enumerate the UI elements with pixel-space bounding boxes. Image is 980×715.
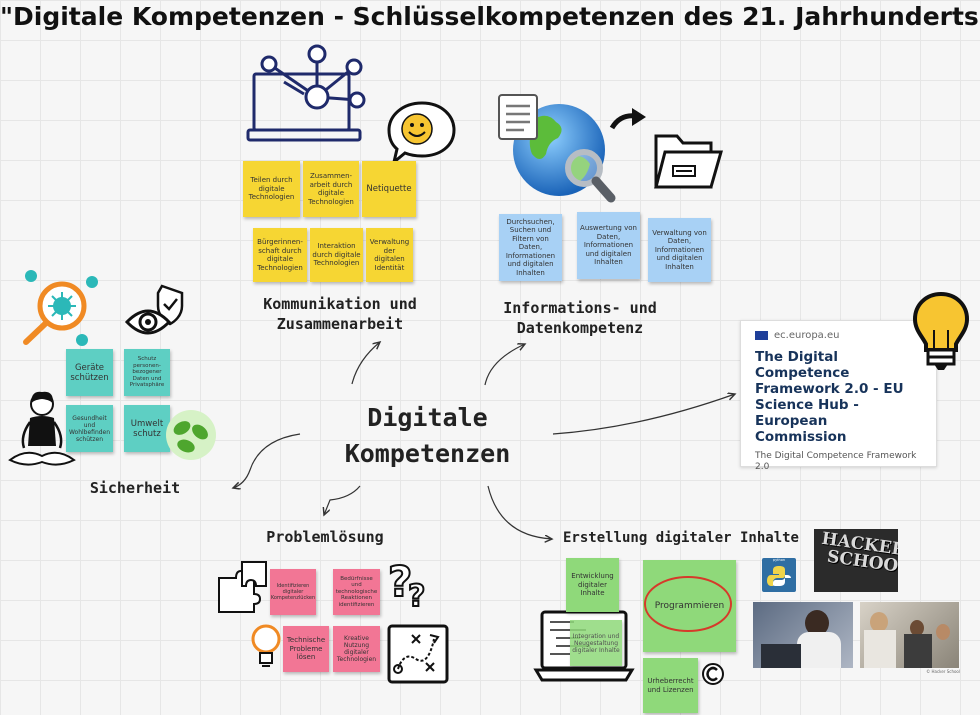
arrow-to-problemloesung bbox=[324, 486, 360, 515]
idea-bulb-icon bbox=[249, 622, 283, 672]
note-programmieren[interactable]: Programmieren bbox=[643, 560, 736, 652]
note-datenschutz[interactable]: Schutz personen-bezogener Daten und Priv… bbox=[124, 349, 170, 396]
note-kreative-nutzung[interactable]: Kreative Nutzung digitaler Technologien bbox=[333, 626, 380, 672]
note-zusammenarbeit[interactable]: Zusammen-arbeit durch digitale Technolog… bbox=[303, 161, 359, 217]
python-label: python bbox=[762, 558, 796, 562]
smiley-speech-bubble-icon bbox=[386, 100, 458, 166]
note-beduerfnisse[interactable]: Bedürfnisse und technologische Reaktione… bbox=[333, 569, 380, 615]
link-card-title[interactable]: The Digital Competence Framework 2.0 - E… bbox=[755, 349, 922, 445]
note-buergerschaft[interactable]: Bürgerinnen-schaft durch digitale Techno… bbox=[253, 228, 307, 282]
arrow-to-erstellung bbox=[488, 486, 552, 539]
strategy-board-icon bbox=[386, 623, 450, 685]
photo-classroom bbox=[860, 602, 959, 668]
lightbulb-icon bbox=[912, 290, 970, 374]
programmieren-label: Programmieren bbox=[655, 602, 725, 611]
label-erstellung: Erstellung digitaler Inhalte bbox=[556, 528, 806, 548]
note-geraete-schuetzen[interactable]: Geräte schützen bbox=[66, 349, 113, 396]
note-auswertung[interactable]: Auswertung von Daten, Informationen und … bbox=[577, 212, 640, 279]
label-kommunikation-line-2: Zusammenarbeit bbox=[240, 314, 440, 334]
meditation-person-icon bbox=[6, 390, 78, 472]
link-card-description: The Digital Competence Framework 2.0 bbox=[755, 451, 922, 473]
note-entwicklung[interactable]: Entwicklung digitaler Inhalte bbox=[566, 558, 619, 612]
link-preview-card[interactable]: ec.europa.eu The Digital Competence Fram… bbox=[740, 320, 937, 467]
curved-arrow-icon bbox=[610, 108, 650, 132]
network-laptop-icon bbox=[244, 42, 374, 144]
arrow-to-kommunikation bbox=[352, 342, 380, 384]
svg-text:?: ? bbox=[408, 579, 425, 614]
hacker-school-logo-text: HACKER SCHOOL bbox=[818, 531, 898, 577]
label-information-line-2: Datenkompetenz bbox=[480, 318, 680, 338]
center-line-2: Kompetenzen bbox=[320, 436, 535, 472]
note-technische-probleme[interactable]: Technische Probleme lösen bbox=[283, 626, 329, 672]
note-durchsuchen[interactable]: Durchsuchen, Suchen und Filtern von Date… bbox=[499, 214, 562, 281]
note-kompetenzluecken[interactable]: Identifizieren digitaler Kompetenzlücken bbox=[270, 569, 316, 615]
label-problemloesung: Problemlösung bbox=[240, 527, 410, 547]
note-urheberrecht[interactable]: Urheberrecht und Lizenzen bbox=[643, 658, 698, 713]
globe-search-icon bbox=[496, 92, 621, 207]
photo-student-laptop bbox=[753, 602, 853, 668]
note-identitaet[interactable]: Verwaltung der digitalen Identität bbox=[366, 228, 413, 282]
link-card-domain-row: ec.europa.eu bbox=[755, 330, 922, 341]
label-sicherheit: Sicherheit bbox=[60, 478, 210, 498]
hacker-school-logo-image: HACKER SCHOOL bbox=[814, 529, 898, 592]
note-interaktion[interactable]: Interaktion durch digitale Technologien bbox=[310, 228, 363, 282]
label-information: Informations- und Datenkompetenz bbox=[480, 298, 680, 338]
note-verwaltung-daten[interactable]: Verwaltung von Daten, Informationen und … bbox=[648, 218, 711, 282]
puzzle-pieces-icon bbox=[214, 558, 274, 614]
note-netiquette[interactable]: Netiquette bbox=[362, 161, 416, 217]
python-logo-image: python bbox=[762, 558, 796, 592]
copyright-icon bbox=[701, 662, 725, 686]
link-card-domain: ec.europa.eu bbox=[774, 330, 839, 341]
eu-flag-icon bbox=[755, 331, 768, 340]
arrow-to-link-card bbox=[553, 394, 735, 434]
question-marks-icon: ? ? bbox=[386, 556, 434, 614]
label-information-line-1: Informations- und bbox=[480, 298, 680, 318]
leaves-icon bbox=[164, 408, 218, 462]
note-teilen[interactable]: Teilen durch digitale Technologien bbox=[243, 161, 300, 217]
center-topic: Digitale Kompetenzen bbox=[320, 400, 535, 472]
label-kommunikation-line-1: Kommunikation und bbox=[240, 294, 440, 314]
photo-credit: © Hacker School bbox=[920, 669, 960, 674]
arrow-to-sicherheit bbox=[233, 434, 300, 488]
folder-icon bbox=[653, 130, 723, 192]
python-icon bbox=[767, 565, 791, 587]
center-line-1: Digitale bbox=[320, 400, 535, 436]
note-integration[interactable]: Integration und Neugestaltung digitaler … bbox=[570, 620, 622, 666]
privacy-eye-icon bbox=[124, 282, 188, 338]
arrow-to-information bbox=[485, 344, 525, 385]
virus-magnifier-icon bbox=[20, 266, 105, 348]
label-kommunikation: Kommunikation und Zusammenarbeit bbox=[240, 294, 440, 334]
